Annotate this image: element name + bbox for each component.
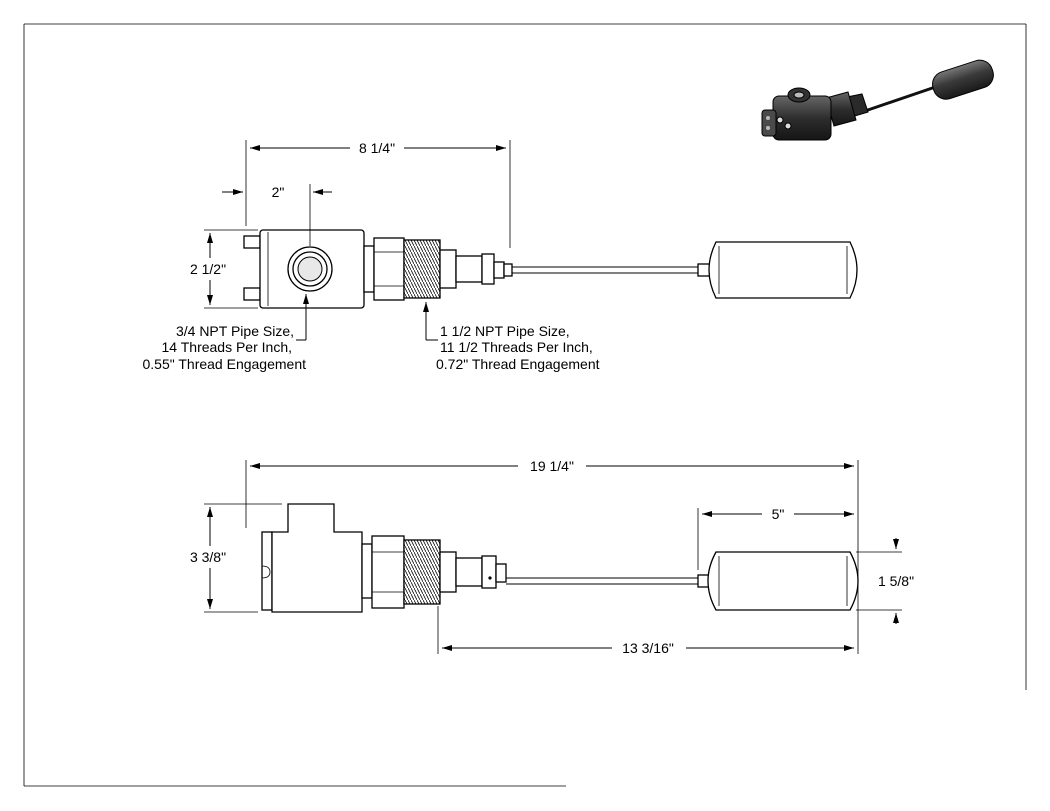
isometric-view xyxy=(761,59,994,141)
dim-side-height: 3 3/8" xyxy=(190,549,226,565)
note-right-line-3: 0.72" Thread Engagement xyxy=(436,356,600,372)
top-view xyxy=(243,229,858,309)
dim-side-overall-length: 19 1/4" xyxy=(530,458,574,474)
dim-float-length: 5" xyxy=(772,506,785,522)
side-view xyxy=(261,503,859,613)
dim-top-height: 2 1/2" xyxy=(190,261,226,277)
sheet-border xyxy=(23,23,1027,787)
dim-top-offset: 2" xyxy=(272,184,285,200)
dim-insertion-length: 13 3/16" xyxy=(622,640,674,656)
side-dimensions: 19 1/4" 3 3/8" 5" 1 5/8" 13 3/16" xyxy=(190,458,914,656)
note-right: 1 1/2 NPT Pipe Size, 11 1/2 Threads Per … xyxy=(436,323,600,372)
note-left-line-3: 0.55" Thread Engagement xyxy=(143,356,307,372)
note-left-line-1: 3/4 NPT Pipe Size, xyxy=(176,323,294,339)
note-right-line-1: 1 1/2 NPT Pipe Size, xyxy=(440,323,570,339)
note-right-line-2: 11 1/2 Threads Per Inch, xyxy=(440,339,593,355)
note-left: 3/4 NPT Pipe Size, 14 Threads Per Inch, … xyxy=(143,323,307,372)
note-left-line-2: 14 Threads Per Inch, xyxy=(162,339,292,355)
dim-float-diameter: 1 5/8" xyxy=(878,573,914,589)
top-dimensions: 8 1/4" 2" 2 1/2" xyxy=(190,140,511,341)
dim-top-overall-length: 8 1/4" xyxy=(359,140,395,156)
